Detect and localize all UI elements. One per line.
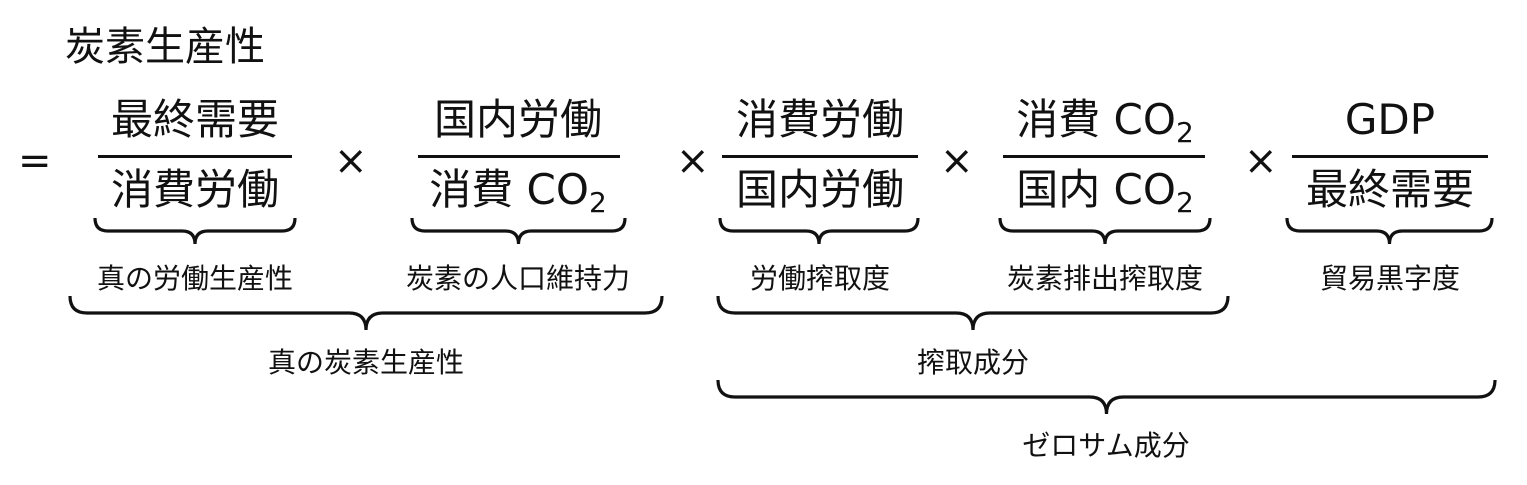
numerator: GDP (1344, 95, 1436, 144)
brace-label: 貿易黒字度 (1319, 262, 1461, 295)
brace-label: 炭素排出搾取度 (1006, 262, 1204, 295)
equals-sign: = (18, 138, 52, 184)
underbrace (1285, 217, 1494, 245)
underbrace (718, 217, 920, 245)
times-sign: × (1244, 138, 1278, 184)
denominator: 消費 CO2 (429, 165, 607, 219)
denominator: 国内労働 (735, 165, 905, 214)
denominator: 消費労働 (110, 165, 280, 214)
underbrace (998, 217, 1212, 245)
underbrace (716, 295, 1230, 331)
fraction-bar (98, 155, 292, 158)
numerator: 最終需要 (110, 95, 280, 144)
underbrace (68, 295, 664, 331)
brace-label: 炭素の人口維持力 (405, 262, 631, 295)
underbrace (716, 379, 1497, 415)
times-sign: × (940, 138, 974, 184)
denominator: 最終需要 (1305, 165, 1475, 214)
group-label-exploitation-component: 搾取成分 (916, 346, 1030, 379)
group-label-true-carbon-productivity: 真の炭素生産性 (267, 346, 465, 379)
numerator: 消費 CO2 (1016, 95, 1194, 149)
fraction-bar (722, 155, 918, 158)
underbrace (410, 217, 627, 245)
numerator: 消費労働 (735, 95, 905, 144)
group-label-zero-sum-component: ゼロサム成分 (1022, 429, 1190, 462)
fraction-bar (418, 155, 620, 158)
equation-title: 炭素生産性 (65, 24, 265, 70)
brace-label: 真の労働生産性 (96, 262, 294, 295)
fraction-bar (1292, 155, 1488, 158)
numerator: 国内労働 (433, 95, 603, 144)
brace-label: 労働搾取度 (749, 262, 891, 295)
fraction-bar (1003, 155, 1205, 158)
times-sign: × (334, 138, 368, 184)
times-sign: × (676, 138, 710, 184)
denominator: 国内 CO2 (1016, 165, 1194, 219)
underbrace (93, 217, 297, 245)
